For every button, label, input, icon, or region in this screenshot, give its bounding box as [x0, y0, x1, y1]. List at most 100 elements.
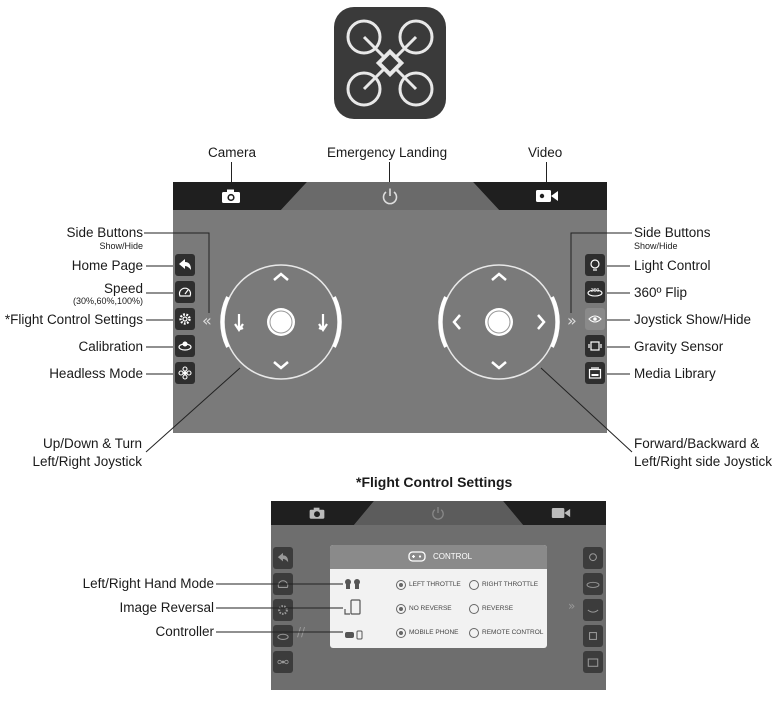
- control-panel-header: [330, 545, 547, 569]
- radio-selected-dot: [399, 583, 403, 587]
- left-joystick[interactable]: [219, 260, 343, 384]
- camera-button[interactable]: [220, 188, 242, 204]
- joystick-show-hide-callout: Joystick Show/Hide: [634, 312, 752, 327]
- radio-selected-dot: [399, 607, 403, 611]
- controller-icon: [344, 627, 364, 645]
- left-throttle-label: LEFT THROTTLE: [409, 581, 461, 588]
- headless-mode-callout: Headless Mode: [49, 366, 143, 381]
- flight-control-settings-button[interactable]: [175, 308, 195, 330]
- flip-button[interactable]: 360: [585, 281, 605, 303]
- headless-mode-button[interactable]: [273, 651, 293, 673]
- left-side-toggle-icon[interactable]: «: [202, 311, 212, 330]
- callout-line: [546, 162, 547, 182]
- remote-control-radio[interactable]: [469, 628, 479, 638]
- speed-callout: Speed: [103, 281, 143, 296]
- back-arrow-icon: [277, 552, 289, 563]
- hand-mode-callout: Left/Right Hand Mode: [82, 576, 214, 591]
- home-page-button[interactable]: [175, 254, 195, 276]
- mobile-phone-radio[interactable]: [396, 628, 406, 638]
- reverse-label: REVERSE: [482, 605, 514, 612]
- side-buttons-right-sub-callout: Show/Hide: [634, 241, 678, 251]
- back-arrow-icon: [179, 259, 191, 270]
- side-buttons-right-callout: Side Buttons: [634, 225, 711, 240]
- calibration-button[interactable]: [273, 625, 293, 647]
- power-icon: [382, 188, 398, 205]
- image-reversal-callout: Image Reversal: [119, 600, 214, 615]
- gallery-icon: [588, 367, 602, 379]
- flip-360-icon: 360: [587, 288, 603, 297]
- calibration-button[interactable]: [175, 335, 195, 357]
- settings-heading: *Flight Control Settings: [356, 474, 513, 490]
- callout-line: [389, 162, 390, 182]
- left-joystick-callout-line2: Left/Right Joystick: [32, 454, 142, 469]
- video-camera-icon: [536, 190, 558, 202]
- video-button[interactable]: [535, 188, 559, 204]
- media-library-callout: Media Library: [634, 366, 716, 381]
- remote-control-label: REMOTE CONTROL: [482, 629, 544, 636]
- drone-icon: [346, 19, 434, 107]
- eye-icon: [588, 315, 602, 323]
- emergency-landing-button[interactable]: [430, 505, 446, 526]
- right-side-toggle-icon[interactable]: »: [567, 311, 577, 330]
- eye-icon: [587, 609, 599, 613]
- light-bulb-icon: [589, 553, 597, 562]
- phone-tilt-icon: [588, 341, 602, 351]
- flip-360-icon: [586, 581, 600, 588]
- calibration-callout: Calibration: [78, 339, 143, 354]
- speedometer-icon: [178, 287, 192, 297]
- mobile-phone-label: MOBILE PHONE: [409, 629, 459, 636]
- power-icon: [432, 507, 444, 520]
- video-camera-icon: [551, 508, 571, 518]
- joystick-show-hide-button[interactable]: [583, 599, 603, 621]
- calibration-icon: [178, 341, 192, 351]
- camera-button[interactable]: [308, 506, 326, 525]
- gallery-icon: [587, 658, 599, 667]
- camera-icon: [222, 189, 240, 203]
- light-control-button[interactable]: [583, 547, 603, 569]
- media-library-button[interactable]: [585, 362, 605, 384]
- right-throttle-radio[interactable]: [469, 580, 479, 590]
- right-side-toggle-icon[interactable]: »: [568, 599, 576, 613]
- home-page-callout: Home Page: [71, 258, 143, 273]
- speed-button[interactable]: [273, 573, 293, 595]
- right-joystick[interactable]: [437, 260, 561, 384]
- left-throttle-radio[interactable]: [396, 580, 406, 590]
- phone-tilt-icon: [589, 632, 597, 640]
- no-reverse-label: NO REVERSE: [409, 605, 452, 612]
- side-buttons-left-sub-callout: Show/Hide: [99, 241, 143, 251]
- gravity-sensor-button[interactable]: [585, 335, 605, 357]
- camera-icon: [309, 507, 325, 519]
- radio-selected-dot: [399, 631, 403, 635]
- right-joystick-callout-line1: Forward/Backward &: [634, 436, 760, 451]
- media-library-button[interactable]: [583, 651, 603, 673]
- left-side-toggle-icon[interactable]: //: [297, 625, 306, 639]
- callout-line: [231, 162, 232, 182]
- light-control-callout: Light Control: [634, 258, 711, 273]
- emergency-landing-button[interactable]: [380, 187, 400, 205]
- svg-text:360: 360: [591, 288, 600, 294]
- home-page-button[interactable]: [273, 547, 293, 569]
- light-bulb-icon: [590, 259, 600, 271]
- reverse-radio[interactable]: [469, 604, 479, 614]
- speed-sub-callout: (30%,60%,100%): [72, 296, 143, 306]
- control-panel: CONTROL LEFT THROTTLE RIGHT THROTTLE NO …: [330, 545, 547, 648]
- joystick-show-hide-button[interactable]: [585, 308, 605, 330]
- settings-screen: // » CONTROL LEFT THROTTLE RIGHT THROTTL…: [271, 501, 606, 690]
- gravity-sensor-callout: Gravity Sensor: [634, 339, 724, 354]
- headless-mode-button[interactable]: [175, 362, 195, 384]
- emergency-landing-callout: Emergency Landing: [327, 145, 448, 160]
- flip-button[interactable]: [583, 573, 603, 595]
- gravity-sensor-button[interactable]: [583, 625, 603, 647]
- camera-callout: Camera: [208, 145, 257, 160]
- hand-mode-icon: [344, 577, 362, 595]
- no-reverse-radio[interactable]: [396, 604, 406, 614]
- flip-callout: 360º Flip: [634, 285, 687, 300]
- control-panel-title: CONTROL: [433, 552, 473, 561]
- flight-control-settings-callout: *Flight Control Settings: [4, 312, 143, 327]
- speed-button[interactable]: [175, 281, 195, 303]
- video-callout: Video: [528, 145, 563, 160]
- flight-control-settings-button[interactable]: [273, 599, 293, 621]
- right-joystick-callout-line2: Left/Right side Joystick: [634, 454, 773, 469]
- video-button[interactable]: [551, 506, 571, 525]
- light-control-button[interactable]: [585, 254, 605, 276]
